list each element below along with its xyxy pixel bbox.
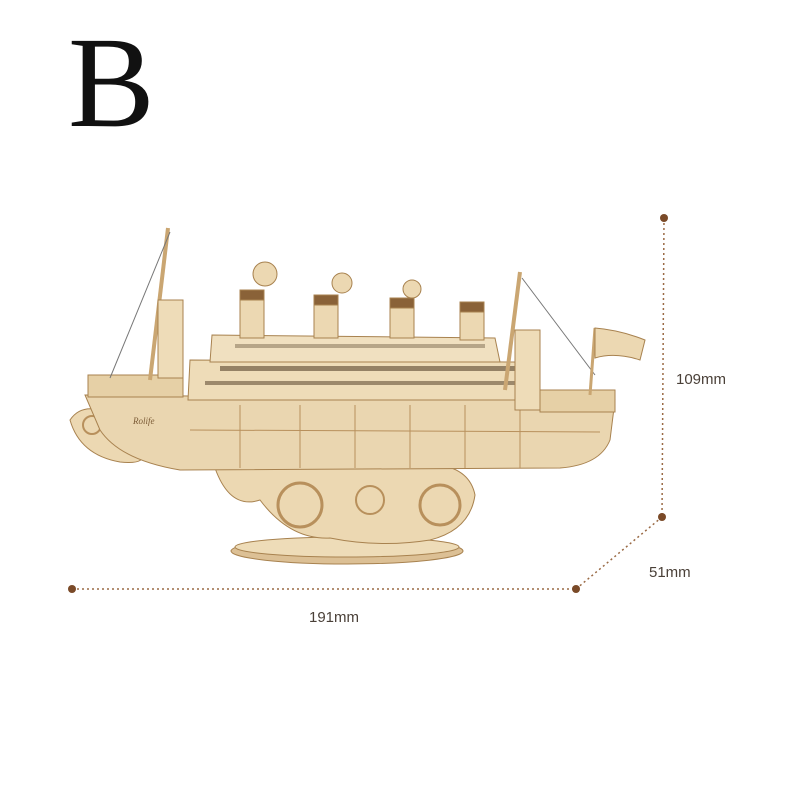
dot [572, 585, 580, 593]
dimension-lines [72, 217, 665, 590]
funnels [239, 261, 485, 341]
height-line [661, 217, 665, 518]
width-dimension-label: 191mm [309, 609, 360, 626]
depth-line [575, 516, 663, 590]
windows [205, 344, 520, 385]
depth-dimension-label: 51mm [649, 564, 691, 581]
flag [594, 327, 646, 361]
dot [68, 585, 76, 593]
hull-logo: Rolife [132, 416, 155, 426]
dot [658, 513, 666, 521]
hull [84, 394, 616, 471]
wave-stand [214, 464, 476, 545]
height-dimension-label: 109mm [676, 371, 727, 388]
variant-label: B [68, 11, 155, 155]
rear-mast [503, 271, 522, 391]
ship-model: Rolife [69, 227, 646, 565]
dimension-dots [68, 214, 668, 593]
dot [660, 214, 668, 222]
